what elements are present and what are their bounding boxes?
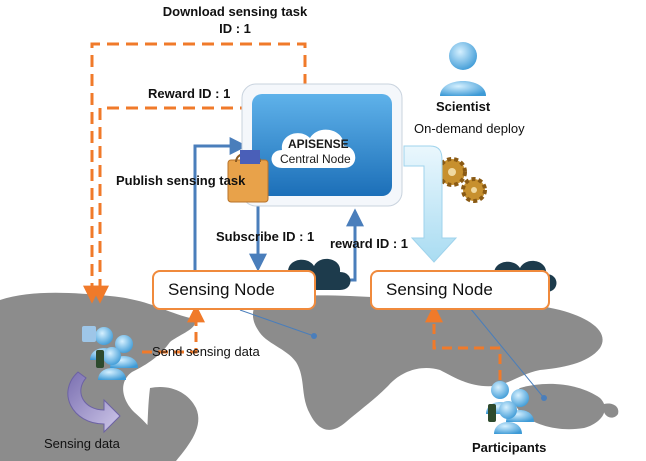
- sensing-node-right: Sensing Node: [370, 270, 550, 310]
- shopping-bag-icon: [227, 150, 269, 203]
- sensing-data-swoosh: [67, 371, 121, 434]
- apisense-label: APISENSE: [288, 137, 349, 151]
- participants-group-right: [486, 381, 534, 434]
- world-map: [0, 292, 619, 461]
- send-sensing-data-label: Send sensing data: [152, 344, 260, 359]
- reward-arrow: [91, 106, 252, 304]
- sensing-data-label: Sensing data: [44, 436, 120, 451]
- on-demand-label: On-demand deploy: [414, 121, 525, 136]
- pointer-dot-right: [541, 395, 547, 401]
- participants-arrow: [425, 304, 502, 380]
- reward-id-label: Reward ID : 1: [148, 86, 231, 101]
- download-task-line1: Download sensing task: [162, 4, 308, 19]
- central-node: [241, 83, 403, 207]
- participants-group-left: [82, 326, 138, 380]
- download-task-line2: ID : 1: [219, 21, 251, 36]
- sensing-node-left-label: Sensing Node: [168, 280, 275, 299]
- participants-label: Participants: [472, 440, 547, 455]
- central-cloud-icon: [271, 129, 356, 168]
- scientist-icon: [440, 42, 486, 96]
- send-data-arrow: [142, 304, 205, 354]
- pointer-dot-left: [311, 333, 317, 339]
- download-task-arrow: [83, 42, 307, 304]
- central-node-label: Central Node: [280, 152, 351, 166]
- sensing-node-right-label: Sensing Node: [386, 280, 493, 299]
- publish-arrow: [193, 137, 248, 270]
- download-task-label: Download sensing task ID : 1: [150, 3, 320, 37]
- deploy-arrow: [403, 145, 458, 263]
- pointer-line-left: [239, 309, 315, 337]
- publish-task-label: Publish sensing task: [116, 173, 246, 188]
- pointer-line-right: [469, 307, 545, 399]
- subscribe-id-label: Subscribe ID : 1: [216, 229, 315, 244]
- scientist-label: Scientist: [436, 99, 491, 114]
- sensing-node-left: Sensing Node: [152, 270, 316, 310]
- gears-icon: [437, 157, 487, 203]
- reward-id-lower-label: reward ID : 1: [330, 236, 409, 251]
